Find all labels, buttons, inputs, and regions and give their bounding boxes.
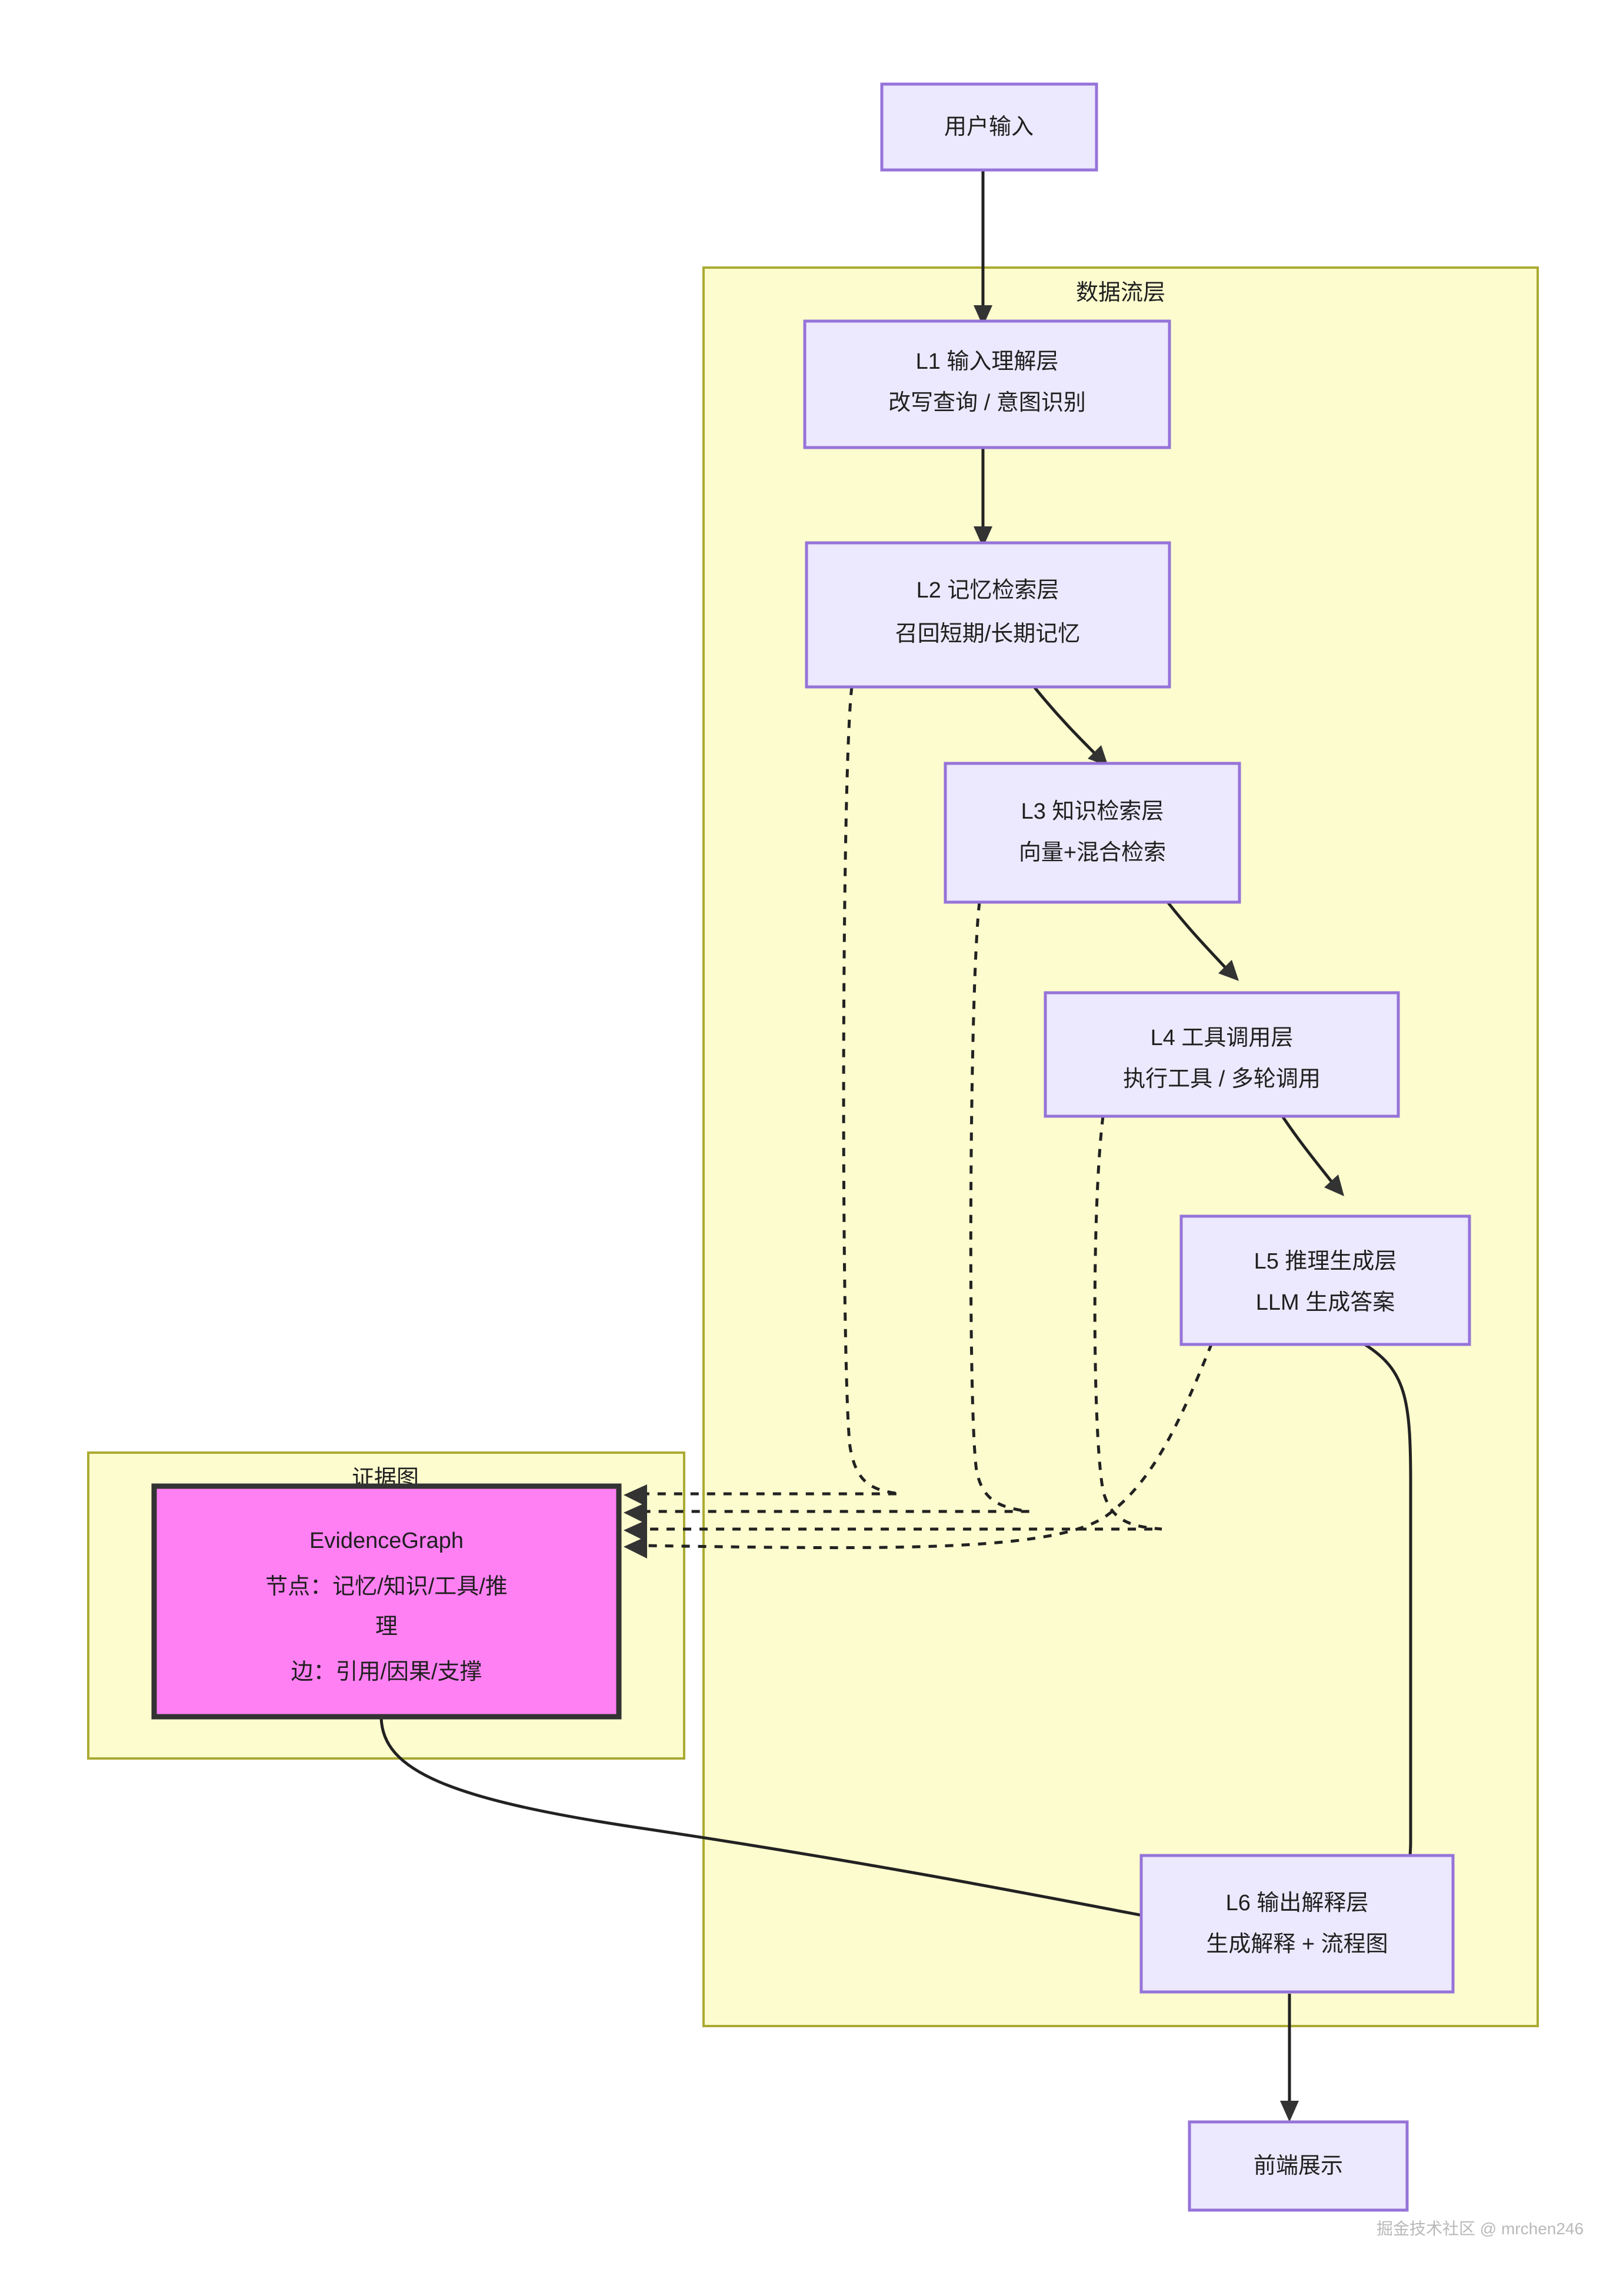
node-l2-line2: 召回短期/长期记忆 [895,622,1081,646]
node-l2-memory-retrieval[interactable]: L2 记忆检索层 召回短期/长期记忆 [805,541,1171,689]
node-l3-line1: L3 知识检索层 [1021,799,1164,824]
node-l1-box[interactable] [803,319,1171,449]
arrowhead-frontend [1280,2101,1299,2122]
node-evidence-graph-box[interactable] [151,1483,622,1720]
node-evidence-graph-line2: 节点：记忆/知识/工具/推 [265,1574,508,1599]
node-l6-output-explanation[interactable]: L6 输出解释层 生成解释 + 流程图 [1139,1854,1455,1994]
node-l2-line1: L2 记忆检索层 [917,578,1059,603]
watermark-text: 掘金技术社区 @ mrchen246 [1377,2220,1584,2238]
node-l6-line2: 生成解释 + 流程图 [1206,1932,1388,1957]
arrowhead-evidence-1 [624,1484,647,1507]
node-frontend-display[interactable]: 前端展示 [1188,2120,1409,2212]
arrowhead-evidence-3 [624,1520,647,1542]
node-user-input[interactable]: 用户输入 [880,82,1098,172]
edge-l4-to-l5 [1281,1115,1338,1189]
node-user-input-label: 用户输入 [944,115,1034,139]
node-l4-box[interactable] [1044,991,1400,1118]
node-l1-line2: 改写查询 / 意图识别 [888,391,1086,415]
node-l3-box[interactable] [944,762,1241,904]
node-l5-reasoning-generation[interactable]: L5 推理生成层 LLM 生成答案 [1179,1214,1471,1346]
edge-l3-to-evidence [641,902,1030,1513]
edge-l4-to-evidence [642,1116,1162,1531]
node-l4-line1: L4 工具调用层 [1151,1026,1294,1050]
arrowhead-l2 [974,526,992,548]
node-frontend-box[interactable] [1188,2120,1409,2212]
edge-l3-to-l4 [1167,901,1232,975]
node-l5-line2: LLM 生成答案 [1256,1290,1395,1315]
node-evidence-graph-line3: 理 [375,1614,398,1639]
arrowhead-evidence-2 [624,1502,647,1524]
node-evidence-graph-line1: EvidenceGraph [309,1529,464,1553]
edge-l2-to-l3 [1033,686,1101,760]
arrowhead-l3 [1088,745,1108,766]
node-l3-line2: 向量+混合检索 [1019,840,1166,865]
node-l3-knowledge-retrieval[interactable]: L3 知识检索层 向量+混合检索 [944,762,1241,904]
node-l4-tool-invocation[interactable]: L4 工具调用层 执行工具 / 多轮调用 [1044,991,1400,1118]
node-l6-line1: L6 输出解释层 [1226,1891,1369,1915]
node-user-input-box[interactable] [880,82,1098,172]
node-l6-box[interactable] [1139,1854,1455,1994]
arrowhead-l5 [1324,1174,1344,1196]
node-evidence-graph[interactable]: EvidenceGraph 节点：记忆/知识/工具/推 理 边：引用/因果/支撑 [151,1483,622,1720]
node-l1-line1: L1 输入理解层 [916,349,1059,374]
arrowhead-l1 [974,305,992,326]
node-evidence-graph-line4: 边：引用/因果/支撑 [291,1660,482,1684]
node-l1-input-understanding[interactable]: L1 输入理解层 改写查询 / 意图识别 [803,319,1171,449]
edge-l5-to-evidence [643,1343,1214,1550]
node-l4-line2: 执行工具 / 多轮调用 [1123,1067,1321,1092]
node-l5-box[interactable] [1179,1214,1471,1346]
subgraph-dataflow-title: 数据流层 [1076,281,1165,305]
node-frontend-label: 前端展示 [1254,2154,1343,2178]
edge-l2-to-evidence [640,686,901,1496]
node-l5-line1: L5 推理生成层 [1254,1249,1397,1274]
edge-evidence-to-l6 [379,1717,1177,1924]
node-l2-box[interactable] [805,541,1171,689]
arrowhead-evidence-4 [624,1536,647,1559]
arrowhead-l4 [1218,960,1239,981]
